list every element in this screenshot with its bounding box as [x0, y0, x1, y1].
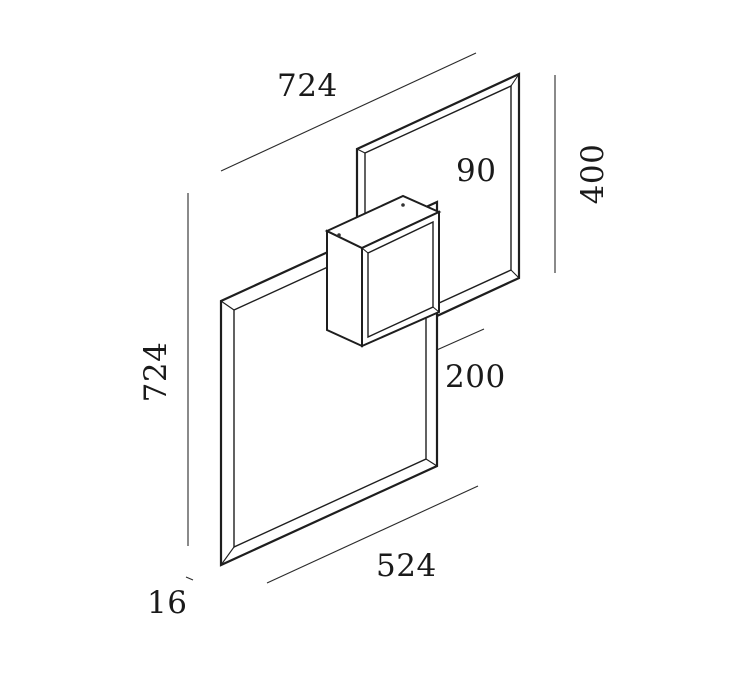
back-frame-bevel	[356, 148, 366, 154]
label-top-width: 724	[277, 68, 338, 104]
dim-line-profile	[185, 576, 194, 581]
front-frame-bevel	[220, 300, 235, 311]
front-frame-bevel	[220, 546, 235, 566]
dimension-lines	[185, 52, 556, 584]
label-right-height: 400	[575, 144, 611, 205]
label-inner-offset: 90	[456, 153, 496, 189]
back-frame-bevel	[510, 269, 520, 279]
back-frame-bevel	[510, 73, 520, 87]
dim-line-bottom-width	[266, 485, 479, 584]
label-bottom-width: 524	[376, 548, 437, 584]
mounting-box	[324, 194, 442, 348]
screw-icon	[337, 233, 341, 237]
mounting-box-recess-bevel	[432, 306, 440, 313]
front-frame-bevel	[425, 458, 438, 467]
mounting-box-side	[326, 229, 363, 348]
mounting-box-recess-bevel	[361, 247, 369, 254]
dim-line-top-width	[220, 52, 477, 172]
label-profile: 16	[147, 585, 187, 621]
label-left-height: 724	[138, 342, 174, 403]
label-box-depth: 200	[445, 359, 506, 395]
dimension-labels: 724 90 400 724 200 524 16	[138, 68, 611, 621]
screw-icon	[401, 203, 405, 207]
